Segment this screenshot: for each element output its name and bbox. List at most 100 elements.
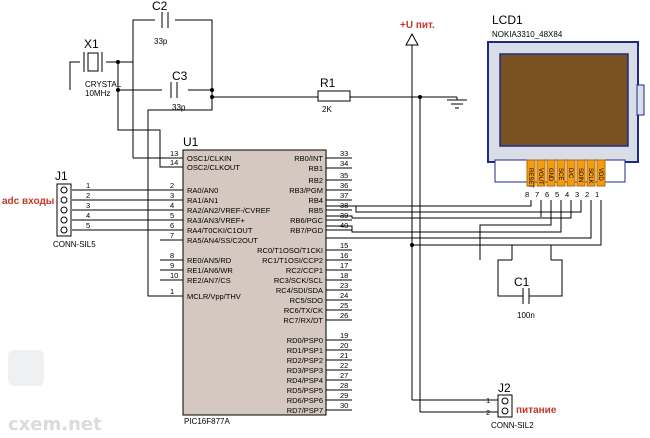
j1-ref: J1 xyxy=(55,169,68,183)
u1-ref: U1 xyxy=(183,135,199,149)
watermark: cxem.net xyxy=(8,350,102,435)
u1-pin-number: 37 xyxy=(340,191,348,200)
lcd-pin-header xyxy=(596,159,606,187)
u1-pin-number: 9 xyxy=(170,261,174,270)
lcd-pin-number: 2 xyxy=(585,190,589,199)
u1-pin-name: RC0/T1OSO/T1CKI xyxy=(257,246,323,255)
u1-pin-number: 8 xyxy=(170,251,174,260)
u1-pin-number: 6 xyxy=(170,221,174,230)
u1-pin-number: 35 xyxy=(340,171,348,180)
u1-pin-name: RB1 xyxy=(308,164,323,173)
u1-pin-number: 30 xyxy=(340,401,348,410)
u1-pin-name: RD4/PSP4 xyxy=(287,376,323,385)
u1-pin-name: RC5/SDO xyxy=(290,296,324,305)
u1-pin-name: RE2/AN7/CS xyxy=(187,276,231,285)
u1-pin-name: RA2/AN2/VREF-/CVREF xyxy=(187,206,271,215)
u1-pin-number: 3 xyxy=(170,191,174,200)
lcd-pin-number: 8 xyxy=(525,190,529,199)
u1-pin-name: RA4/T0CKI/C1OUT xyxy=(187,226,253,235)
connector-j2: J2 CONN-SIL2 питание 1 2 xyxy=(486,381,557,430)
u1-pin-number: 24 xyxy=(340,291,348,300)
r1-ref: R1 xyxy=(320,76,336,90)
u1-pin-number: 21 xyxy=(340,351,348,360)
wires xyxy=(69,19,602,413)
lcd-pin-number: 7 xyxy=(535,190,539,199)
u1-pin-name: RB5 xyxy=(308,206,323,215)
c3-ref: C3 xyxy=(172,69,188,83)
j1-pin-number: 4 xyxy=(86,211,90,220)
ground-symbol xyxy=(447,99,467,109)
power-supply-symbol: +U пит. xyxy=(400,20,435,46)
u1-pin-name: RD0/PSP0 xyxy=(287,336,323,345)
u1-pin-number: 1 xyxy=(170,287,174,296)
x1-type: CRYSTAL xyxy=(85,80,122,89)
capacitor-c1: C1 100n xyxy=(514,275,538,320)
u1-pin-number: 33 xyxy=(340,149,348,158)
microcontroller-u1: U1 PIC16F877A 13OSC1/CLKIN14OSC2/CLKOUT2… xyxy=(160,135,352,426)
lcd-pin-name: SCE xyxy=(557,168,563,180)
u1-pin-name: OSC1/CLKIN xyxy=(187,154,232,163)
lcd-pin-header xyxy=(556,159,566,187)
u1-pin-name: RC6/TX/CK xyxy=(284,306,323,315)
u1-pin-name: RA0/AN0 xyxy=(187,186,218,195)
capacitor-c3: C3 33p xyxy=(170,69,188,112)
c3-value: 33p xyxy=(172,103,186,112)
c2-value: 33p xyxy=(154,37,168,46)
u1-pin-name: RE0/AN5/RD xyxy=(187,256,232,265)
u1-pin-name: RB2 xyxy=(308,176,323,185)
j1-pin-number: 2 xyxy=(86,191,90,200)
u1-pin-name: RB4 xyxy=(308,196,323,205)
u1-pin-number: 18 xyxy=(340,271,348,280)
watermark-text: cxem.net xyxy=(8,414,102,435)
watermark-logo xyxy=(8,350,44,386)
u1-pin-number: 13 xyxy=(170,149,178,158)
lcd-pin-number: 5 xyxy=(555,190,559,199)
u1-pin-number: 5 xyxy=(170,211,174,220)
u1-pin-name: RD6/PSP6 xyxy=(287,396,323,405)
lcd-pin-header xyxy=(546,159,556,187)
u1-pin-number: 2 xyxy=(170,181,174,190)
resistor-r1: R1 2K xyxy=(317,76,351,114)
u1-pin-name: RC7/RX/DT xyxy=(283,316,323,325)
u1-right-pins: 33RB0/INT34RB135RB236RB3/PGM37RB438RB539… xyxy=(257,149,352,415)
j1-pin-socket xyxy=(60,196,68,204)
u1-pin-name: RD5/PSP5 xyxy=(287,386,323,395)
u1-type: PIC16F877A xyxy=(184,417,230,426)
u1-pin-number: 7 xyxy=(170,231,174,240)
lcd-screen xyxy=(499,53,629,147)
lcd-pin-header xyxy=(536,159,546,187)
j1-pin-number: 1 xyxy=(86,181,90,190)
u1-pin-name: RA1/AN1 xyxy=(187,196,218,205)
u1-pin-number: 26 xyxy=(340,311,348,320)
lcd-module: LCD1 NOKIA3310_48X84 RESET8VOUT7GND6SCE5… xyxy=(487,13,645,199)
lcd-pin-header xyxy=(586,159,596,187)
u1-pin-name: RD2/PSP2 xyxy=(287,356,323,365)
u1-pin-number: 14 xyxy=(170,158,178,167)
u1-pin-name: RB6/PGC xyxy=(290,216,324,225)
u1-pin-number: 23 xyxy=(340,281,348,290)
u1-pin-name: RC4/SDI/SDA xyxy=(276,286,323,295)
c2-ref: C2 xyxy=(152,0,168,13)
u1-pin-name: RA3/AN3/VREF+ xyxy=(187,216,245,225)
u1-pin-name: RE1/AN6/WR xyxy=(187,266,233,275)
junction-dots xyxy=(116,60,422,247)
x1-ref: X1 xyxy=(84,37,99,51)
u1-pin-number: 17 xyxy=(340,261,348,270)
j1-label: adc входы xyxy=(2,196,54,207)
j1-type: CONN-SIL5 xyxy=(53,240,96,249)
power-label: +U пит. xyxy=(400,20,435,31)
j2-label: питание xyxy=(516,405,557,416)
lcd-pin-name: SCLK xyxy=(587,168,593,184)
x1-freq: 10MHz xyxy=(85,89,110,98)
j1-pin-number: 3 xyxy=(86,201,90,210)
j1-pin-socket xyxy=(60,206,68,214)
lcd-pin-number: 6 xyxy=(545,190,549,199)
u1-pin-number: 16 xyxy=(340,251,348,260)
u1-pin-number: 40 xyxy=(340,221,348,230)
lcd-pin-name: RESET xyxy=(527,168,533,188)
u1-pin-number: 27 xyxy=(340,371,348,380)
j2-type: CONN-SIL2 xyxy=(491,421,534,430)
u1-pin-name: RB3/PGM xyxy=(289,186,323,195)
